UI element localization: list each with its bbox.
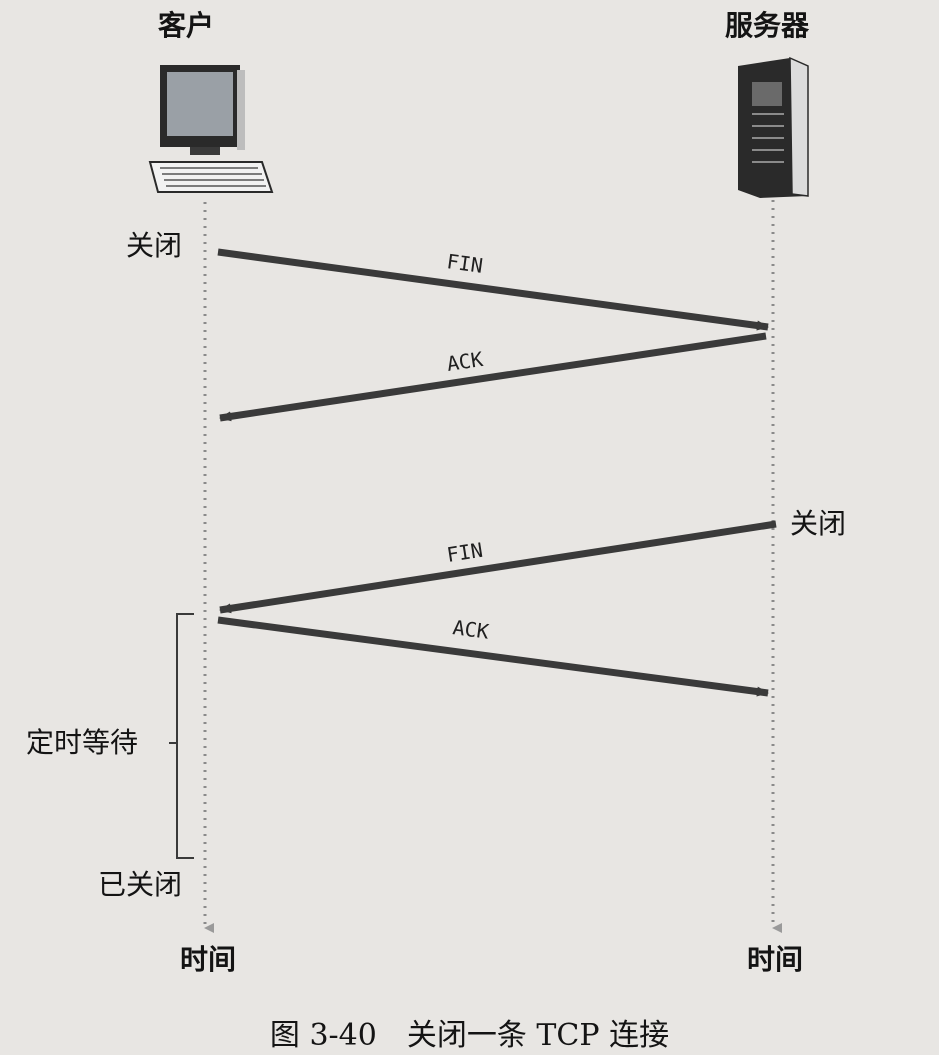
client-label: 客户: [158, 9, 215, 42]
ack-arrow-server-to-client: [219, 332, 767, 422]
server-close-label: 关闭: [790, 507, 847, 540]
time-label-right: 时间: [747, 943, 804, 976]
server-tower-icon: [738, 56, 809, 198]
closed-label: 已关闭: [98, 868, 183, 901]
figure-caption: 图 3-40 关闭一条 TCP 连接: [269, 1018, 670, 1053]
message-label: ACK: [451, 615, 490, 644]
server-label: 服务器: [725, 9, 810, 42]
timed-wait-bracket: [169, 613, 194, 859]
client-close-label: 关闭: [126, 229, 183, 262]
timed-wait-label: 定时等待: [26, 726, 139, 759]
fin-arrow-server-to-client: [219, 520, 777, 614]
time-label-left: 时间: [180, 943, 237, 976]
fin-arrow-client-to-server: [217, 248, 769, 331]
message-label: FIN: [445, 249, 484, 278]
message-label: ACK: [445, 347, 484, 376]
ack-arrow-client-to-server: [217, 616, 769, 697]
message-label: FIN: [445, 538, 484, 567]
desktop-computer-icon: [148, 65, 274, 193]
